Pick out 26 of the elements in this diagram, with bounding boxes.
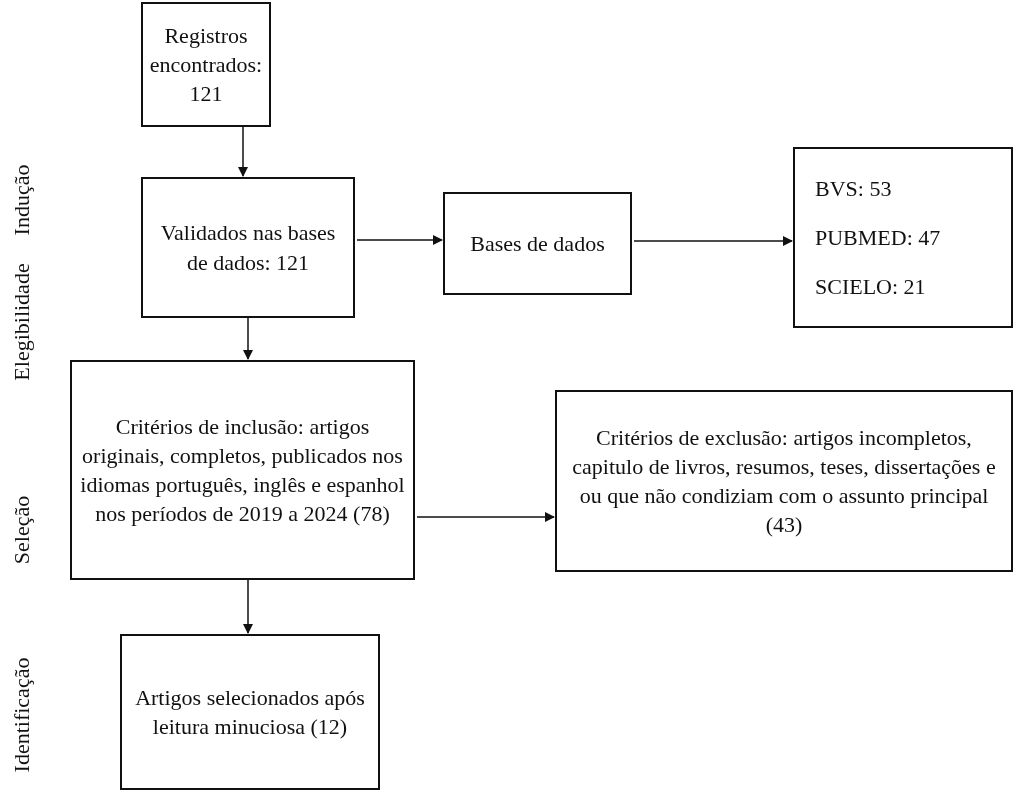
stage-label: Identificação <box>9 657 35 773</box>
box-text: Registros encontrados: 121 <box>149 21 263 108</box>
box-text: Critérios de inclusão: artigos originais, completos, publicados nos idiomas português, inglês e espanhol nos períodos de 2019 a 2024 (78) <box>80 412 405 529</box>
arrow <box>238 126 248 177</box>
arrow <box>633 236 793 246</box>
box-text: SCIELO: 21 <box>815 273 926 301</box>
box-text: Bases de dados <box>470 230 605 258</box>
process-box <box>141 177 355 318</box>
arrow <box>243 579 253 634</box>
arrow <box>416 512 555 522</box>
box-text: Critérios de exclusão: artigos incompletos, capitulo de livros, resumos, teses, dissertações e ou que não condiziam com o assunto principal (43) <box>571 423 997 540</box>
process-box <box>555 390 1013 572</box>
stage-label: Indução <box>9 164 35 236</box>
box-text: BVS: 53 <box>815 174 892 203</box>
arrow <box>243 317 253 360</box>
process-box <box>793 147 1013 328</box>
stage-label: Seleção <box>9 495 35 565</box>
box-text: Artigos selecionados após leitura minuciosa (12) <box>134 683 366 741</box>
process-box <box>443 192 632 295</box>
box-text: PUBMED: 47 <box>815 224 941 252</box>
process-box <box>141 2 271 127</box>
box-text: Validados nas bases de dados: 121 <box>159 219 337 277</box>
process-box <box>120 634 380 790</box>
arrow <box>356 235 443 245</box>
stage-label: Elegibilidade <box>9 263 35 381</box>
process-box <box>70 360 415 580</box>
